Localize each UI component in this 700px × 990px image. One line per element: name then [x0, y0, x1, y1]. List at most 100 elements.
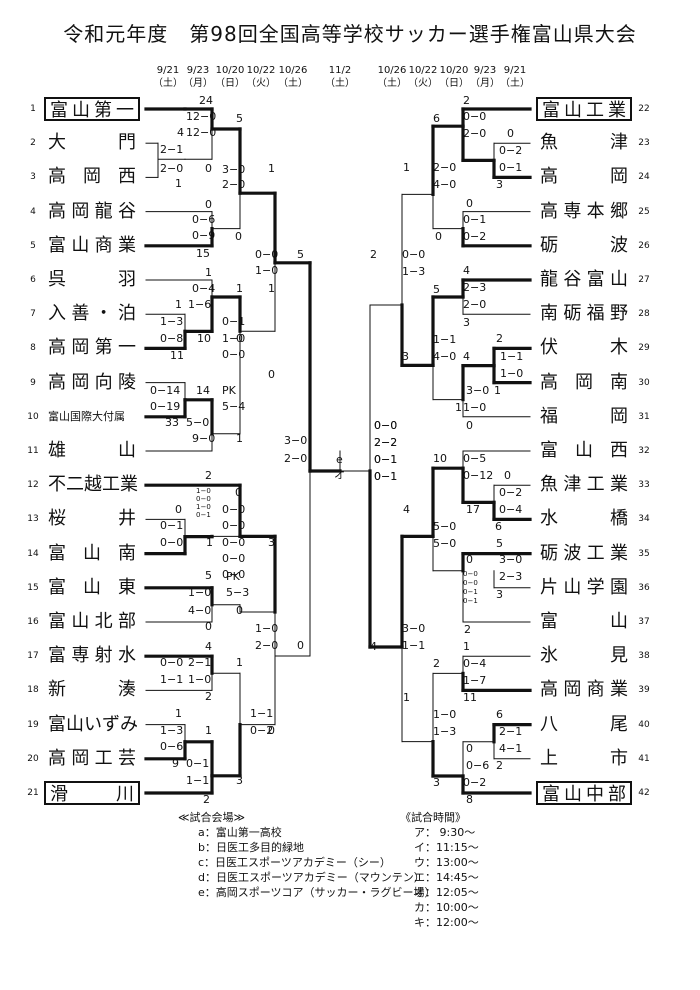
team-number: 32 — [638, 446, 650, 456]
score-l84: 1−1 — [250, 707, 274, 720]
time-e: エ：14:45〜 — [414, 871, 479, 884]
score-l64: 1−0 — [188, 586, 212, 599]
score-l43: 9−0 — [192, 432, 216, 445]
score-l87: 9 — [172, 757, 179, 770]
score-r51: 5 — [496, 537, 503, 550]
score-l85: 0−2 — [250, 724, 274, 737]
score-l27: 1−3 — [160, 315, 184, 328]
score-r10: 4−0 — [433, 178, 457, 191]
team-name-char: 川 — [116, 784, 134, 805]
score-r53: 3−0 — [499, 553, 523, 566]
team-name-char: 工 — [586, 474, 605, 496]
header-left-3: 10/22（火） — [246, 64, 276, 90]
score-l22: 0−4 — [192, 282, 216, 295]
team-number: 40 — [638, 719, 650, 730]
team-number: 38 — [638, 651, 650, 662]
times-legend: 《試合時間》 ア： 9:30〜 イ：11:15〜 ウ：13:00〜 エ：14:4… — [400, 810, 479, 930]
team-number: 13 — [27, 514, 39, 525]
score-l88: 0−1 — [186, 757, 210, 770]
team-name-char: 砺 — [563, 303, 582, 325]
right-team-41: 上市 — [536, 747, 632, 771]
team-name-char: 陵 — [117, 371, 136, 393]
header-left-0: 9/21（土） — [153, 64, 183, 90]
team-name-char: 高 — [48, 166, 66, 188]
left-team-6: 呉羽 — [44, 268, 140, 292]
right-team-29: 伏木 — [536, 336, 632, 360]
score-l54: 0−1 — [160, 519, 184, 532]
header-final-day: （土） — [325, 78, 355, 89]
team-name-char: 学 — [586, 576, 605, 598]
score-r80: 8 — [466, 793, 473, 806]
score-r52: 0 — [466, 553, 473, 566]
team-number: 27 — [638, 275, 650, 285]
team-name-char: 業 — [609, 542, 628, 564]
team-name-char: 富 — [48, 234, 66, 256]
team-name-char: 不 — [48, 474, 66, 496]
score-r58: 0−1 — [463, 597, 478, 605]
score-l46: 2−0 — [284, 452, 308, 465]
score-r37: 2−2 — [374, 436, 398, 449]
team-name-char: 南 — [540, 303, 558, 325]
venues-legend: ≪試合会場≫ a：富山第一高校 b：日医工多目的緑地 c：日医工スポーツアカデミ… — [178, 810, 436, 900]
score-l49: 0−0 — [196, 495, 211, 503]
team-name-char: 波 — [610, 234, 628, 256]
time-i: イ：11:15〜 — [414, 841, 479, 854]
score-l69: 0 — [236, 604, 243, 617]
team-name-char: 氷 — [540, 645, 558, 667]
team-name-char: 工 — [586, 542, 605, 564]
score-l33: 0−0 — [222, 348, 246, 361]
score-l57: 0−0 — [222, 503, 246, 516]
score-r60: 2 — [464, 623, 471, 636]
team-name-char: ・ — [94, 303, 113, 325]
score-l30: 10 — [197, 332, 211, 345]
team-name-char: 工 — [102, 474, 120, 496]
score-l4: 12−0 — [186, 126, 217, 139]
score-r8: 1 — [403, 161, 410, 174]
score-l91: 2 — [203, 793, 210, 806]
score-r49: 5−0 — [433, 520, 457, 533]
score-l70: 1−0 — [255, 622, 279, 635]
score-c2: 2−2 — [374, 436, 398, 449]
team-name-char: 高 — [48, 747, 66, 769]
score-r28: 2 — [496, 332, 503, 345]
team-name-char: 一 — [117, 337, 136, 359]
team-name-char: 富 — [540, 611, 558, 632]
time-ka: カ：10:00〜 — [414, 901, 479, 914]
score-r12: 0 — [466, 197, 473, 210]
score-l47: 2 — [205, 469, 212, 482]
score-l28: 0−8 — [160, 332, 184, 345]
team-number: 34 — [638, 514, 650, 525]
team-name-char: 野 — [609, 303, 628, 325]
team-name-char: 水 — [117, 645, 136, 667]
team-name-char: 谷 — [563, 269, 582, 290]
venues-title: ≪試合会場≫ — [178, 811, 246, 824]
score-l15: 0−9 — [192, 229, 216, 242]
left-team-4: 高岡龍谷 — [44, 200, 140, 224]
score-l34: 0 — [236, 332, 243, 345]
team-name-char: 専 — [563, 200, 582, 222]
team-number: 6 — [30, 275, 36, 285]
team-name-char: 井 — [118, 508, 136, 530]
final-time: オ — [334, 468, 345, 481]
team-name-char: 西 — [118, 166, 136, 188]
score-r4: 2−0 — [463, 127, 487, 140]
score-l38: 14 — [196, 384, 210, 397]
left-team-17: 富専射水 — [44, 644, 140, 668]
score-r20: 5 — [433, 283, 440, 296]
header-right-2: 10/20（日） — [439, 64, 469, 90]
team-name-char: 呉 — [48, 269, 66, 290]
team-number: 28 — [638, 309, 650, 320]
team-number: 9 — [30, 377, 36, 388]
team-name-char: 山 — [71, 234, 90, 256]
venue-d: d：日医工スポーツアカデミー（マウンテン） — [198, 871, 425, 884]
team-name-char: 大 — [48, 132, 66, 154]
header-right-3: 9/23（月） — [470, 64, 500, 90]
score-r44: 0−2 — [499, 486, 523, 499]
score-l24: 1−6 — [188, 298, 212, 311]
right-team-42: 富山中部 — [536, 781, 632, 805]
score-l12: 1 — [268, 162, 275, 175]
score-l55: 0−0 — [160, 536, 184, 549]
score-r16: 2 — [370, 248, 377, 261]
team-name-char: 富 — [586, 269, 605, 290]
header-right-4: 9/21（土） — [500, 64, 530, 90]
